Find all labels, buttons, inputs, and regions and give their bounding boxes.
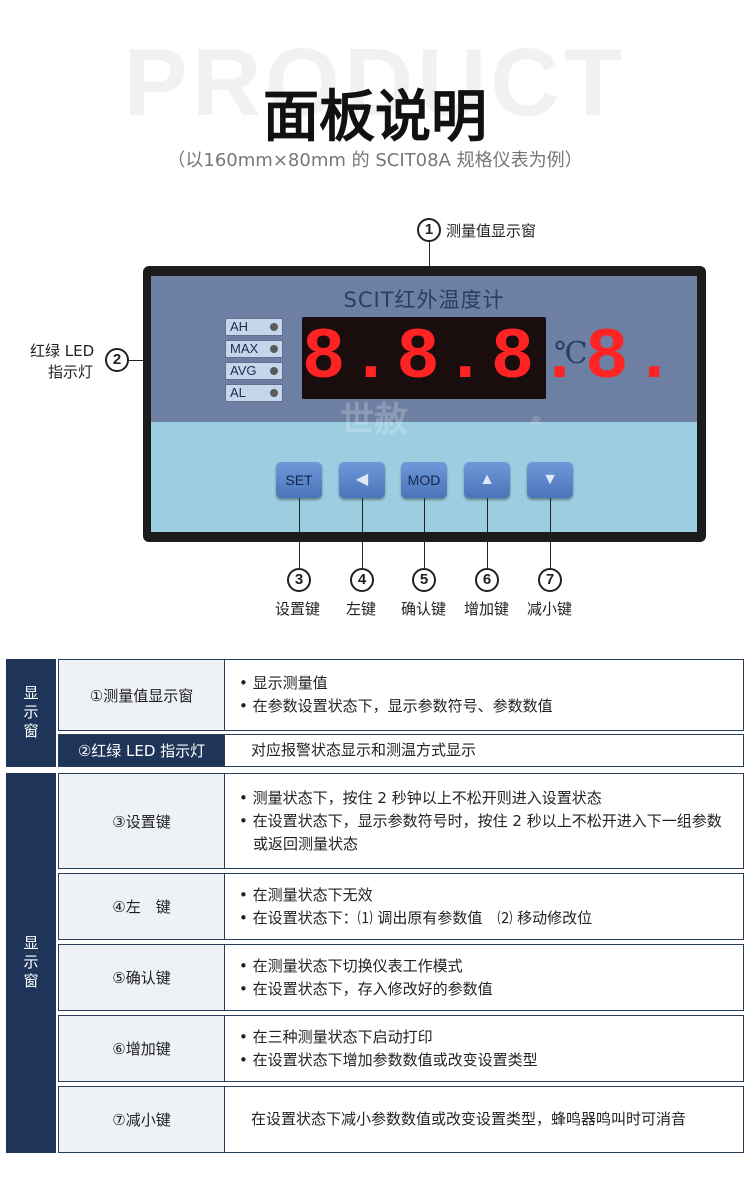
- spec-row-head: ④左 键: [59, 874, 225, 939]
- spec-row-head: ②红绿 LED 指示灯: [59, 735, 225, 766]
- spec-row-head: ⑦减小键: [59, 1087, 225, 1152]
- page-subtitle: （以160mm×80mm 的 SCIT08A 规格仪表为例）: [167, 150, 583, 171]
- spec-item: 在设置状态下减小参数数值或改变设置类型，蜂鸣器鸣叫时可消音: [251, 1110, 687, 1128]
- spec-item: • 在测量状态下切换仪表工作模式: [239, 956, 463, 975]
- callout-label-led-1: 红绿 LED: [30, 342, 95, 360]
- measurement-display: 8.8.8.8.: [302, 317, 680, 399]
- led-dot-icon: [270, 323, 278, 331]
- led-dot-icon: [270, 345, 278, 353]
- callout-label-display: 测量值显示窗: [446, 222, 537, 240]
- led-label-text: AH: [230, 319, 249, 334]
- callout-line-7: [550, 498, 551, 568]
- spec-category-label: 显示窗: [21, 684, 40, 742]
- set-key-button[interactable]: SET: [276, 462, 322, 498]
- spec-row: ①测量值显示窗 • 显示测量值 • 在参数设置状态下，显示参数符号、参数数值: [58, 659, 744, 731]
- callout-line-3: [299, 498, 300, 568]
- spec-section-display: 显示窗 ①测量值显示窗 • 显示测量值 • 在参数设置状态下，显示参数符号、参数…: [6, 659, 744, 767]
- callout-label-set-key: 设置键: [275, 600, 321, 618]
- led-indicator-al: AL: [225, 384, 283, 402]
- callout-label-decrease-key: 减小键: [527, 600, 573, 618]
- mod-key-button[interactable]: MOD: [401, 462, 447, 498]
- callout-number-2: 2: [105, 348, 129, 372]
- callout-number-4: 4: [350, 568, 374, 592]
- spec-item: 对应报警状态显示和测温方式显示: [251, 741, 477, 759]
- callout-number-6: 6: [475, 568, 499, 592]
- spec-row-body: • 在测量状态下无效 • 在设置状态下：⑴ 调出原有参数值 ⑵ 移动修改位: [239, 874, 731, 939]
- spec-row-body: • 显示测量值 • 在参数设置状态下，显示参数符号、参数数值: [239, 660, 731, 730]
- spec-row: ④左 键 • 在测量状态下无效 • 在设置状态下：⑴ 调出原有参数值 ⑵ 移动修…: [58, 873, 744, 940]
- spec-row-head: ①测量值显示窗: [59, 660, 225, 730]
- led-label-text: MAX: [230, 341, 259, 356]
- led-indicator-avg: AVG: [225, 362, 283, 380]
- spec-row: ③设置键 • 测量状态下，按住 2 秒钟以上不松开则进入设置状态 • 在设置状态…: [58, 773, 744, 869]
- callout-line-6: [487, 498, 488, 568]
- spec-row-body: • 在测量状态下切换仪表工作模式 • 在设置状态下，存入修改好的参数值: [239, 945, 731, 1010]
- callout-line-5: [424, 498, 425, 568]
- up-key-button[interactable]: ▲: [464, 462, 510, 498]
- display-digits: 8.8.8.8.: [302, 317, 680, 399]
- spec-item: • 在三种测量状态下启动打印: [239, 1027, 433, 1046]
- page-title: 面板说明: [263, 85, 487, 150]
- spec-category: 显示窗: [6, 773, 56, 1153]
- spec-item: • 显示测量值: [239, 674, 328, 692]
- led-label-text: AL: [230, 385, 246, 400]
- brand-logo-watermark: 世赦: [340, 400, 408, 440]
- callout-number-1: 1: [417, 218, 441, 242]
- led-indicator-max: MAX: [225, 340, 283, 358]
- led-dot-icon: [270, 367, 278, 375]
- spec-row: ⑦减小键 在设置状态下减小参数数值或改变设置类型，蜂鸣器鸣叫时可消音: [58, 1086, 744, 1153]
- spec-item: • 在设置状态下增加参数数值或改变设置类型: [239, 1050, 538, 1069]
- spec-row-body: • 在三种测量状态下启动打印 • 在设置状态下增加参数数值或改变设置类型: [239, 1016, 731, 1081]
- spec-item: • 测量状态下，按住 2 秒钟以上不松开则进入设置状态: [239, 788, 602, 807]
- instrument-name: SCIT红外温度计: [343, 288, 505, 312]
- spec-item: • 在设置状态下：⑴ 调出原有参数值 ⑵ 移动修改位: [239, 908, 593, 927]
- watermark-text: PRODUCT: [123, 29, 627, 136]
- left-key-button[interactable]: ◀: [339, 462, 385, 498]
- spec-category: 显示窗: [6, 659, 56, 767]
- callout-label-led-2: 指示灯: [48, 363, 94, 381]
- callout-label-increase-key: 增加键: [464, 600, 510, 618]
- spec-row-head: ⑥增加键: [59, 1016, 225, 1081]
- spec-row: ②红绿 LED 指示灯 对应报警状态显示和测温方式显示: [58, 734, 744, 767]
- spec-row: ⑥增加键 • 在三种测量状态下启动打印 • 在设置状态下增加参数数值或改变设置类…: [58, 1015, 744, 1082]
- callout-number-3: 3: [287, 568, 311, 592]
- spec-item: • 在参数设置状态下，显示参数符号、参数数值: [239, 697, 553, 715]
- callout-number-5: 5: [412, 568, 436, 592]
- spec-row-body: 对应报警状态显示和测温方式显示: [251, 735, 731, 766]
- led-indicator-ah: AH: [225, 318, 283, 336]
- spec-item: • 在设置状态下，显示参数符号时，按住 2 秒以上不松开进入下一组参数或返回测量…: [239, 811, 722, 853]
- spec-row: ⑤确认键 • 在测量状态下切换仪表工作模式 • 在设置状态下，存入修改好的参数值: [58, 944, 744, 1011]
- unit-celsius: ℃: [554, 336, 588, 371]
- down-key-button[interactable]: ▼: [527, 462, 573, 498]
- callout-label-left-key: 左键: [346, 600, 377, 618]
- spec-item: • 在测量状态下无效: [239, 885, 373, 904]
- led-dot-icon: [270, 389, 278, 397]
- spec-row-body: 在设置状态下减小参数数值或改变设置类型，蜂鸣器鸣叫时可消音: [251, 1087, 731, 1152]
- registered-mark: ®: [530, 414, 542, 428]
- spec-row-head: ③设置键: [59, 774, 225, 868]
- spec-section-keys: 显示窗 ③设置键 • 测量状态下，按住 2 秒钟以上不松开则进入设置状态 • 在…: [6, 773, 744, 1153]
- callout-line-4: [362, 498, 363, 568]
- callout-label-confirm-key: 确认键: [401, 600, 447, 618]
- spec-category-label: 显示窗: [21, 934, 40, 992]
- spec-row-body: • 测量状态下，按住 2 秒钟以上不松开则进入设置状态 • 在设置状态下，显示参…: [239, 774, 731, 868]
- spec-item: • 在设置状态下，存入修改好的参数值: [239, 979, 493, 998]
- spec-row-head: ⑤确认键: [59, 945, 225, 1010]
- led-label-text: AVG: [230, 363, 257, 378]
- callout-number-7: 7: [538, 568, 562, 592]
